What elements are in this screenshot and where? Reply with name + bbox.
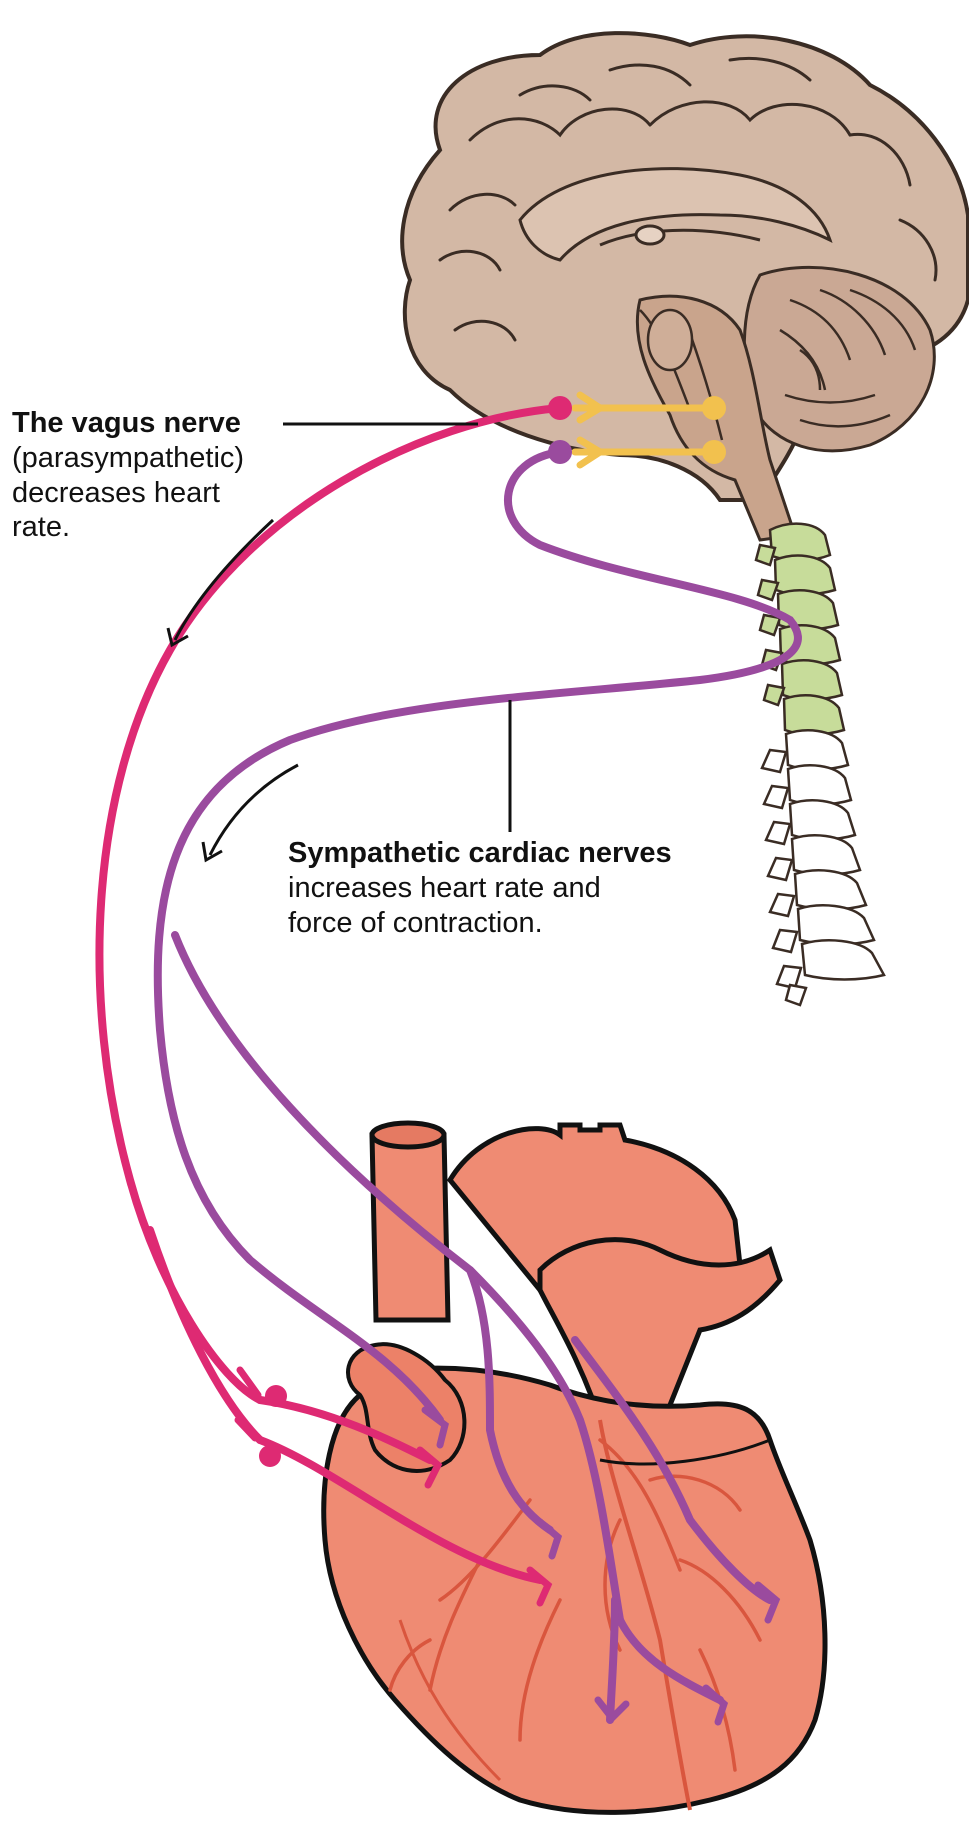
vagus-origin-dot: [548, 396, 572, 420]
thoracic-vertebrae: [762, 730, 884, 1005]
sympathetic-nerve-desc-1: increases heart rate and: [288, 871, 768, 906]
sympathetic-origin-dot: [548, 440, 572, 464]
vagus-nerve-title: The vagus nerve: [12, 406, 302, 441]
vagal-nucleus-dot: [702, 396, 726, 420]
sympathetic-nerve-desc-2: force of contraction.: [288, 906, 768, 941]
vagus-ganglion-dot-1: [265, 1385, 287, 1407]
sympathetic-nerve-title: Sympathetic cardiac nerves: [288, 836, 768, 871]
vagus-nerve-desc-1: (parasympathetic): [12, 441, 302, 476]
vagus-ganglion-dot-2: [259, 1445, 281, 1467]
spinal-column: [756, 524, 884, 1005]
sympathetic-nucleus-dot: [702, 440, 726, 464]
heart: [324, 1123, 825, 1812]
vagus-nerve-desc-2: decreases heart: [12, 476, 302, 511]
vagus-nerve-label: The vagus nerve (parasympathetic) decrea…: [12, 406, 302, 545]
superior-vena-cava: [372, 1135, 448, 1320]
vagus-nerve-desc-3: rate.: [12, 510, 302, 545]
sympathetic-nerve-label: Sympathetic cardiac nerves increases hea…: [288, 836, 768, 940]
brain: [402, 33, 968, 540]
